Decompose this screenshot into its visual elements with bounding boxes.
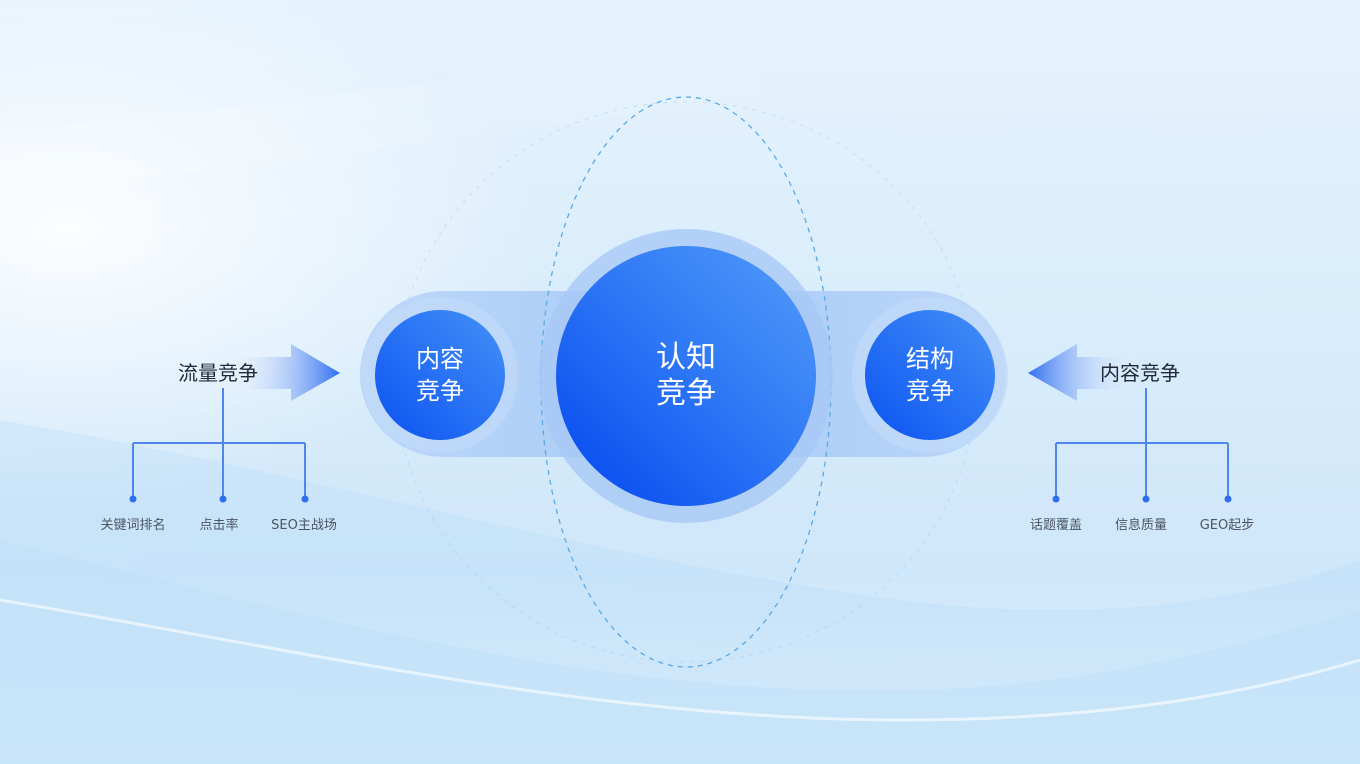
left-leaf-dot-3 bbox=[301, 495, 309, 503]
right-leaf-2: 信息质量 bbox=[1114, 518, 1168, 533]
left-inner-label-line2: 竞争 bbox=[416, 377, 464, 405]
left-inner-label-line1: 内容 bbox=[416, 345, 464, 373]
center-label: 认知 竞争 bbox=[586, 340, 786, 412]
right-leaf-dot-2 bbox=[1142, 495, 1150, 503]
left-leaf-3: SEO主战场 bbox=[271, 518, 337, 533]
left-inner-label: 内容 竞争 bbox=[380, 343, 500, 407]
center-label-line1: 认知 bbox=[656, 340, 716, 375]
left-leaf-dot-2 bbox=[219, 495, 227, 503]
left-leaf-dot-1 bbox=[129, 495, 137, 503]
right-leaf-dot-1 bbox=[1052, 495, 1060, 503]
right-inner-circle bbox=[865, 310, 995, 440]
left-leaf-1: 关键词排名 bbox=[100, 518, 166, 533]
right-inner-label: 结构 竞争 bbox=[870, 343, 990, 407]
right-branch-title: 内容竞争 bbox=[1100, 361, 1180, 385]
right-inner-label-line2: 竞争 bbox=[906, 377, 954, 405]
left-inner-circle bbox=[375, 310, 505, 440]
left-tree-lines bbox=[132, 388, 306, 498]
arrow-right-icon bbox=[225, 344, 340, 401]
right-leaf-1: 话题覆盖 bbox=[1029, 518, 1083, 533]
center-circle bbox=[556, 246, 816, 506]
center-label-line2: 竞争 bbox=[656, 376, 716, 411]
arrow-left-icon bbox=[1028, 344, 1138, 401]
right-inner-label-line1: 结构 bbox=[906, 345, 954, 373]
left-branch-title: 流量竞争 bbox=[178, 361, 258, 385]
right-leaf-dot-3 bbox=[1224, 495, 1232, 503]
right-tree-lines bbox=[1055, 388, 1229, 498]
right-leaf-3: GEO起步 bbox=[1199, 518, 1255, 533]
left-leaf-2: 点击率 bbox=[199, 518, 239, 533]
